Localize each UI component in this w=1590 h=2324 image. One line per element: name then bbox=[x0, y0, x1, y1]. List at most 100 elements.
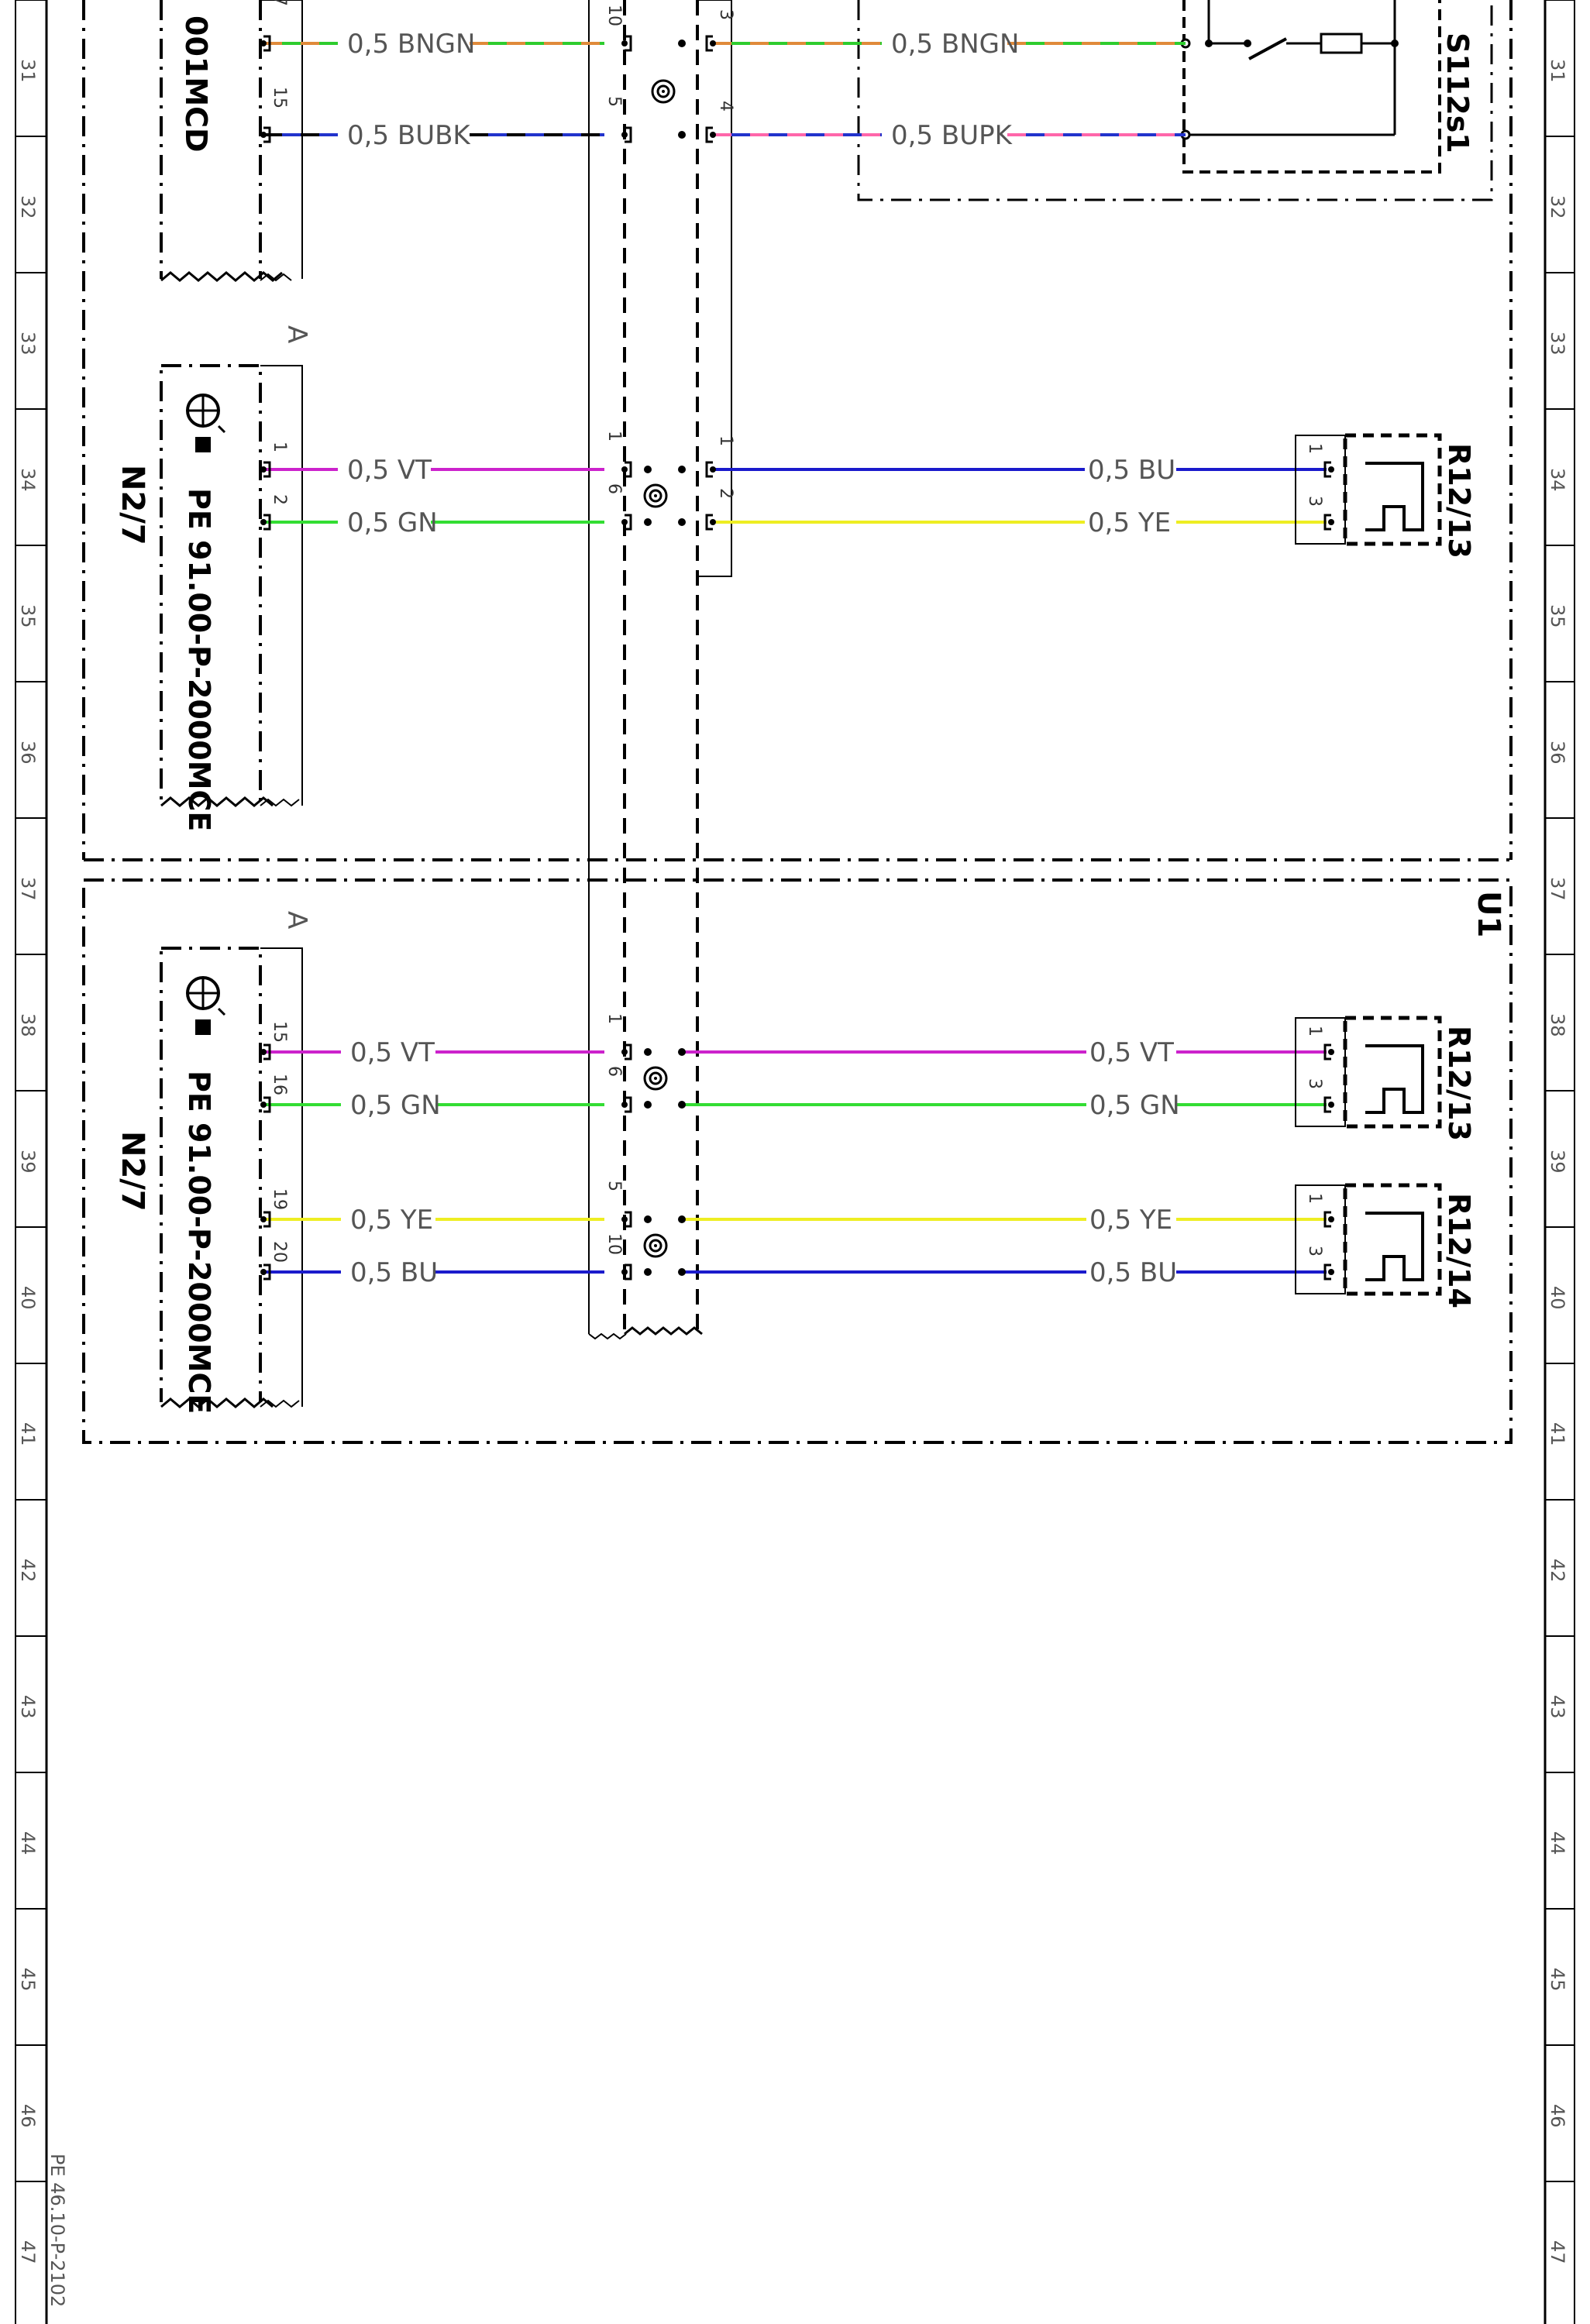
connector-socket bbox=[625, 514, 632, 531]
pin-number: 5 bbox=[604, 1181, 624, 1191]
connector-dot bbox=[678, 1101, 686, 1109]
connector-dot bbox=[710, 466, 716, 473]
wire-label: 0,5 GN bbox=[1089, 1090, 1180, 1121]
pin-number: 3 bbox=[716, 9, 735, 20]
row-number-left: 43 bbox=[17, 1695, 39, 1719]
connector-dot bbox=[678, 1215, 686, 1223]
wire-label: 0,5 BNGN bbox=[891, 29, 1019, 60]
diagnosis-icon bbox=[186, 976, 226, 1035]
connector-dot bbox=[260, 1049, 267, 1055]
pin-number: 10 bbox=[604, 1233, 624, 1255]
module-n27-a: A PE 91.00-P-2000MCE N2/7 bbox=[115, 325, 312, 831]
connector-dot bbox=[644, 1215, 652, 1223]
pin-number: 4 bbox=[716, 101, 735, 112]
row-number-right: 46 bbox=[1547, 2104, 1568, 2128]
row-number-right: 35 bbox=[1547, 604, 1568, 628]
wire-label: 0,5 BU bbox=[350, 1257, 438, 1288]
module-n27-b-marker: A bbox=[281, 911, 312, 929]
row-number-right: 32 bbox=[1547, 195, 1568, 219]
row-number-right: 31 bbox=[1547, 59, 1568, 83]
pin-number: 6 bbox=[604, 483, 624, 494]
connector-dot bbox=[644, 1268, 652, 1276]
wire-label: 0,5 BUBK bbox=[347, 120, 471, 151]
sensor-label: R12/13 bbox=[1442, 1026, 1476, 1141]
row-number-left: 37 bbox=[17, 877, 39, 901]
connector-dot bbox=[260, 1269, 267, 1275]
sensor-label: R12/13 bbox=[1442, 443, 1476, 559]
sensor-connector-frame bbox=[1295, 435, 1346, 545]
connector-dot bbox=[621, 40, 628, 46]
wire-label: 0,5 VT bbox=[347, 455, 432, 486]
connector-dot bbox=[621, 466, 628, 473]
row-number-right: 38 bbox=[1547, 1013, 1568, 1037]
pin-number: 3 bbox=[1305, 496, 1324, 507]
row-number-left: 40 bbox=[17, 1286, 39, 1310]
connector-dot bbox=[1328, 1269, 1334, 1275]
pin-number: 1 bbox=[1305, 443, 1324, 454]
row-number-right: 44 bbox=[1547, 1831, 1568, 1855]
connector-dot bbox=[260, 1102, 267, 1108]
connector-socket bbox=[263, 126, 271, 143]
sensor-label: R12/14 bbox=[1442, 1193, 1476, 1308]
connector-dot bbox=[621, 1102, 628, 1108]
wire-label: 0,5 BU bbox=[1088, 455, 1175, 486]
connector-dot bbox=[710, 40, 716, 46]
doc-number: PE 46.10-P-2102 bbox=[46, 2154, 68, 2307]
pin-number: 3 bbox=[1305, 1078, 1324, 1089]
connector-socket bbox=[263, 461, 271, 478]
pin-number: 2 bbox=[716, 488, 735, 499]
connector-dot bbox=[621, 1269, 628, 1275]
sensor-body bbox=[1343, 433, 1442, 546]
row-number-right: 37 bbox=[1547, 877, 1568, 901]
sensor-connector-frame bbox=[1295, 1017, 1346, 1127]
connector-socket bbox=[1323, 461, 1331, 478]
connector-x-b bbox=[624, 0, 732, 1336]
wire-label: 0,5 BUPK bbox=[891, 120, 1014, 151]
row-number-left: 47 bbox=[17, 2240, 39, 2264]
row-number-left: 45 bbox=[17, 1968, 39, 1992]
row-number-left: 33 bbox=[17, 332, 39, 356]
pin-number: 19 bbox=[270, 1188, 289, 1210]
connector-dot bbox=[621, 1216, 628, 1222]
unit-u1-frame: U1 bbox=[82, 878, 1513, 1444]
module-001mcd: 001MCD bbox=[160, 0, 303, 282]
wire-label: 0,5 VT bbox=[1089, 1037, 1174, 1068]
row-number-right: 34 bbox=[1547, 468, 1568, 492]
module-n27-b: A PE 91.00-P-2000MCE N2/7 bbox=[115, 911, 312, 1414]
sensor-symbol bbox=[1365, 462, 1424, 531]
connector-dot bbox=[678, 1268, 686, 1276]
row-number-right: 41 bbox=[1547, 1422, 1568, 1446]
connector-socket bbox=[1323, 514, 1331, 531]
pin-number: 1 bbox=[604, 431, 624, 442]
connector-dot bbox=[260, 466, 267, 473]
connector-socket bbox=[625, 1211, 632, 1228]
row-number-left: 32 bbox=[17, 195, 39, 219]
row-number-left: 44 bbox=[17, 1831, 39, 1855]
sensor-r12-13: 1 3 R12/13 bbox=[1295, 433, 1476, 559]
connector-socket bbox=[705, 514, 713, 531]
pin-number: 2 bbox=[270, 494, 289, 505]
pin-number: 1 bbox=[1305, 1193, 1324, 1204]
connector-dot bbox=[710, 519, 716, 525]
wire-label: 0,5 YE bbox=[1088, 507, 1171, 538]
connector-socket bbox=[1323, 1263, 1331, 1281]
wire-label: 0,5 GN bbox=[350, 1090, 441, 1121]
module-001mcd-label: 001MCD bbox=[179, 15, 213, 153]
connector-socket bbox=[625, 1043, 632, 1061]
pin-number: 1 bbox=[716, 435, 735, 446]
row-number-left: 41 bbox=[17, 1422, 39, 1446]
row-number-left: 42 bbox=[17, 1559, 39, 1583]
row-number-right: 45 bbox=[1547, 1968, 1568, 1992]
module-n27-a-name: N2/7 bbox=[115, 465, 150, 545]
connector-socket bbox=[625, 126, 632, 143]
row-number-left: 35 bbox=[17, 604, 39, 628]
row-number-left: 36 bbox=[17, 741, 39, 765]
connector-socket bbox=[625, 35, 632, 52]
connector-socket bbox=[263, 35, 271, 52]
row-number-right: 36 bbox=[1547, 741, 1568, 765]
row-number-right: 43 bbox=[1547, 1695, 1568, 1719]
